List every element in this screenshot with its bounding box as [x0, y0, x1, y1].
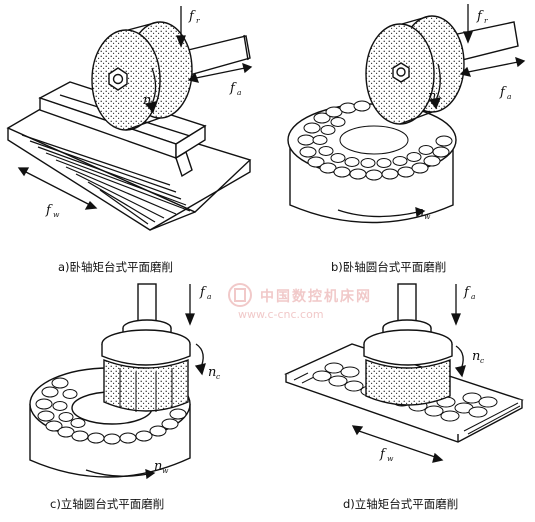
- grinding-wheel: [365, 15, 465, 125]
- table-stripes: [293, 372, 521, 435]
- feed-fa-label: f: [463, 285, 471, 300]
- panel-c-labels: f a n c n w: [154, 285, 221, 475]
- caption-d: d)立轴矩台式平面磨削: [343, 497, 459, 511]
- spindle: [101, 283, 191, 366]
- grinding-wheel: [91, 21, 193, 131]
- feed-fw-sub: w: [53, 210, 60, 219]
- panel-b-labels: f r f a n n w: [416, 9, 511, 221]
- feed-fw-label: f: [379, 447, 387, 462]
- caption-c: c)立轴圆台式平面磨削: [50, 497, 165, 511]
- arrows: [351, 284, 466, 463]
- arrows: [337, 4, 526, 218]
- panel-a-illustration: f r f a n f w: [6, 6, 253, 231]
- table-nw-sub: w: [424, 212, 431, 221]
- feed-fr-sub: r: [196, 16, 200, 25]
- feed-fa-sub: a: [507, 92, 511, 101]
- panel-a-labels: f r f a n f w: [45, 9, 241, 219]
- table-nw-label: n: [416, 205, 424, 220]
- panel-d-illustration: f a n c f w: [284, 283, 524, 463]
- watermark-logo-icon: [228, 283, 252, 307]
- panel-d: f a n c f w: [268, 280, 535, 490]
- spindle: [363, 283, 453, 366]
- watermark: 中国数控机床网 www.c-cnc.com: [222, 282, 372, 328]
- arrows: [85, 284, 206, 480]
- feed-fa-sub: a: [207, 292, 211, 301]
- speed-nc-label: n: [208, 365, 216, 380]
- bed-slats: [21, 134, 191, 225]
- grinding-wheel: [103, 358, 189, 412]
- feed-fr-label: f: [476, 9, 484, 24]
- speed-n-label: n: [143, 93, 151, 108]
- speed-nc-sub: c: [216, 372, 221, 381]
- caption-b: b)卧轴圆台式平面磨削: [331, 260, 447, 274]
- workpieces: [297, 100, 453, 181]
- speed-n-label: n: [428, 89, 436, 104]
- feed-fa-sub: a: [471, 292, 475, 301]
- panel-c-illustration: f a n c n w: [29, 283, 221, 480]
- watermark-url: www.c-cnc.com: [238, 308, 324, 321]
- speed-nc-sub: c: [480, 356, 485, 365]
- caption-a: a)卧轴矩台式平面磨削: [58, 260, 174, 274]
- table-nw-label: n: [154, 459, 162, 474]
- feed-fr-label: f: [188, 9, 196, 24]
- panel-a: f r f a n f w: [0, 0, 265, 245]
- feed-fa-sub: a: [237, 88, 241, 97]
- table-nw-sub: w: [162, 466, 169, 475]
- feed-fr-sub: r: [484, 16, 488, 25]
- speed-nc-label: n: [472, 349, 480, 364]
- watermark-text: 中国数控机床网: [260, 289, 372, 305]
- feed-fa-label: f: [499, 85, 507, 100]
- feed-fa-label: f: [199, 285, 207, 300]
- workpieces: [35, 377, 187, 445]
- feed-fw-label: f: [45, 203, 53, 218]
- arrows: [17, 6, 253, 210]
- grinding-wheel: [365, 358, 451, 406]
- feed-fw-sub: w: [387, 454, 394, 463]
- panel-b: f r f a n n w: [268, 0, 535, 245]
- workpieces: [312, 362, 498, 422]
- panel-b-illustration: f r f a n n w: [287, 4, 526, 224]
- feed-fa-label: f: [229, 81, 237, 96]
- panel-d-labels: f a n c f w: [379, 285, 485, 463]
- panel-c: f a n c n w: [0, 280, 265, 490]
